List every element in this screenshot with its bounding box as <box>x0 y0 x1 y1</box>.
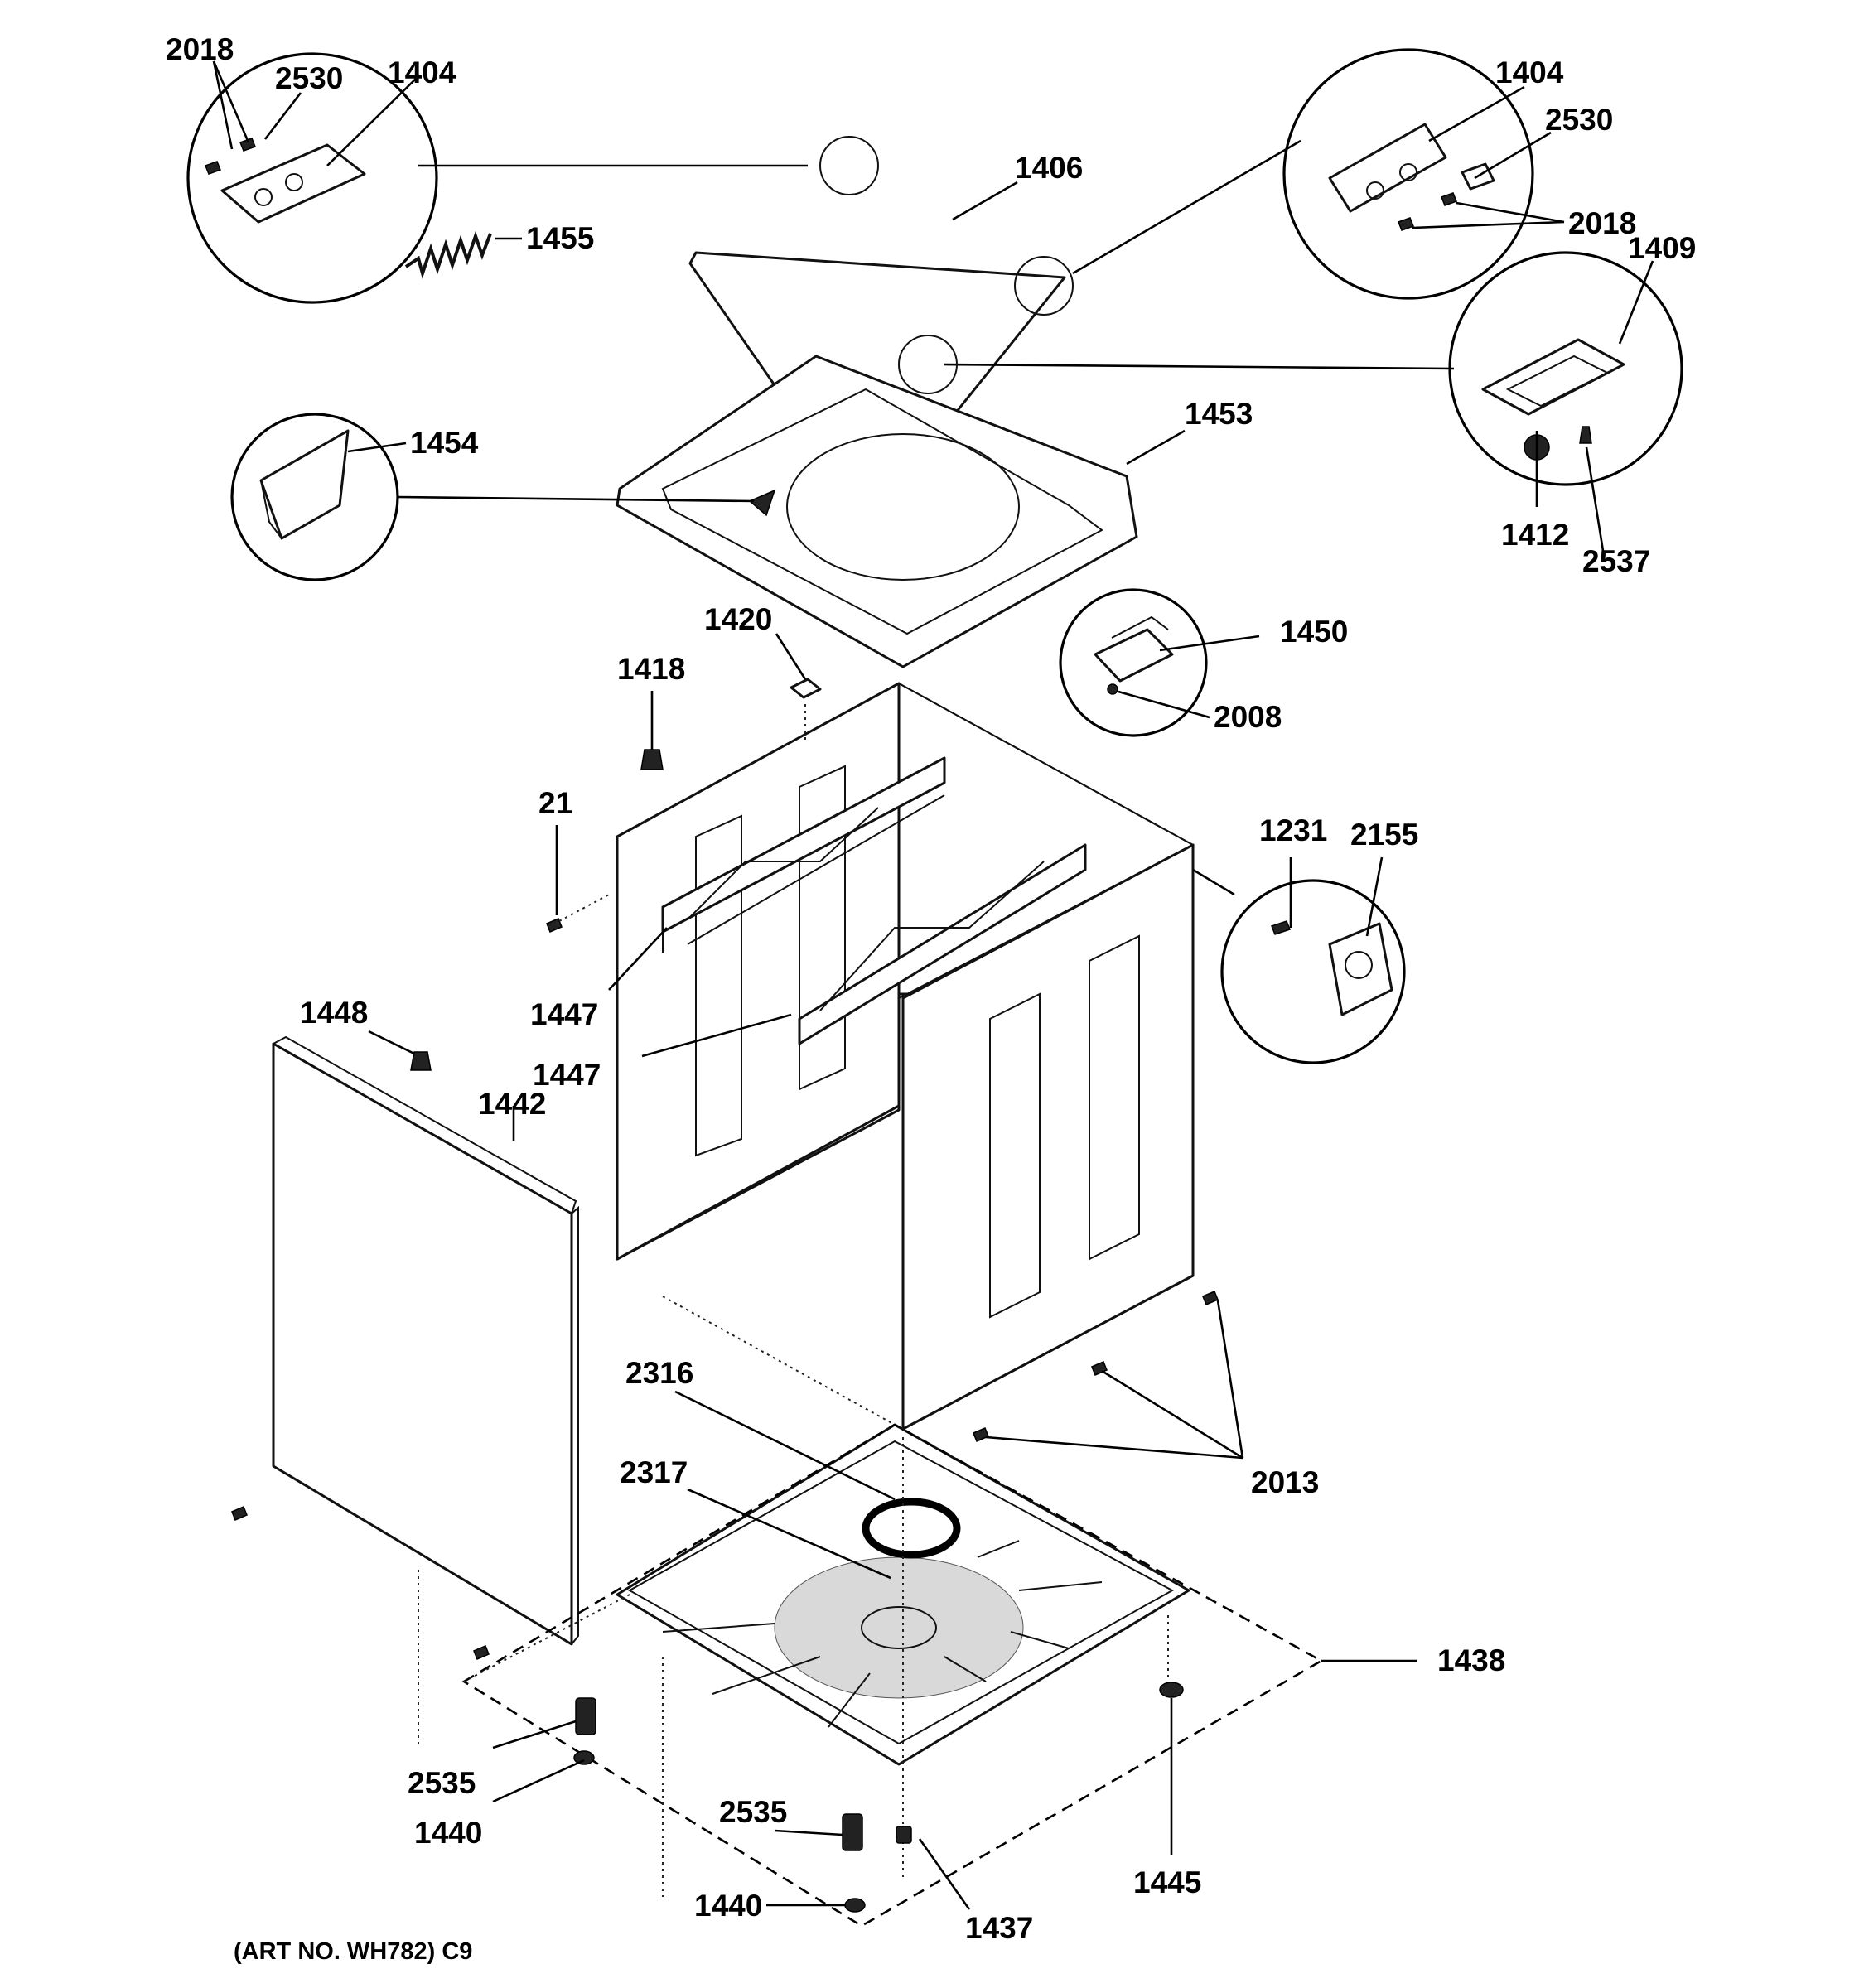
label-1450: 1450 <box>1280 615 1348 649</box>
label-1447-lower: 1447 <box>533 1058 601 1092</box>
label-1440-bottom: 1440 <box>694 1889 762 1923</box>
base-1438 <box>418 1296 1324 1928</box>
label-1418: 1418 <box>617 652 685 686</box>
cabinet-body <box>615 682 1195 1431</box>
label-2018-top-right: 2018 <box>1568 206 1636 240</box>
detail-circle-valve-2155 <box>1220 879 1406 1064</box>
detail-circle-lid-hinge-1409 <box>1448 251 1683 486</box>
label-1231: 1231 <box>1259 813 1327 847</box>
label-2530-top-left: 2530 <box>275 61 343 95</box>
label-1409: 1409 <box>1628 231 1696 265</box>
detail-circle-switch-1450 <box>1059 588 1208 737</box>
label-1437: 1437 <box>965 1911 1033 1945</box>
label-2013: 2013 <box>1251 1465 1319 1499</box>
front-panel-1442 <box>272 1035 579 1646</box>
label-2535-left: 2535 <box>408 1766 476 1800</box>
art-number-caption: (ART NO. WH782) C9 <box>234 1938 472 1965</box>
label-1447-upper: 1447 <box>530 997 598 1031</box>
label-1442: 1442 <box>478 1087 546 1121</box>
label-1445: 1445 <box>1133 1865 1201 1899</box>
label-1453: 1453 <box>1185 397 1253 431</box>
label-1404-top-right: 1404 <box>1495 55 1564 89</box>
label-2316: 2316 <box>625 1356 693 1390</box>
label-2155: 2155 <box>1350 818 1418 852</box>
label-1412: 1412 <box>1501 518 1569 552</box>
label-1454: 1454 <box>410 426 479 460</box>
label-21: 21 <box>538 786 572 820</box>
label-1455: 1455 <box>526 221 594 255</box>
label-1420: 1420 <box>704 602 772 636</box>
label-1406: 1406 <box>1015 151 1083 185</box>
detail-circle-hinge-right <box>1282 48 1534 300</box>
label-2008: 2008 <box>1214 700 1282 734</box>
label-2535-bottom: 2535 <box>719 1795 787 1829</box>
label-1440-left: 1440 <box>414 1816 482 1850</box>
label-2317: 2317 <box>620 1455 688 1489</box>
small-parts <box>231 230 1219 1913</box>
part-labels: 2018 2530 1404 1455 1406 1404 2530 2018 … <box>166 32 1696 1965</box>
label-2018-top-left: 2018 <box>166 32 234 66</box>
label-2537: 2537 <box>1582 544 1650 578</box>
leader-lines <box>212 60 1654 1910</box>
label-1438: 1438 <box>1437 1643 1505 1677</box>
label-2530-top-right: 2530 <box>1545 103 1613 137</box>
top-cover-1453 <box>616 355 1138 668</box>
detail-circle-dispenser-1454 <box>230 413 399 581</box>
label-1404-top-left: 1404 <box>388 55 456 89</box>
label-1448: 1448 <box>300 996 368 1030</box>
